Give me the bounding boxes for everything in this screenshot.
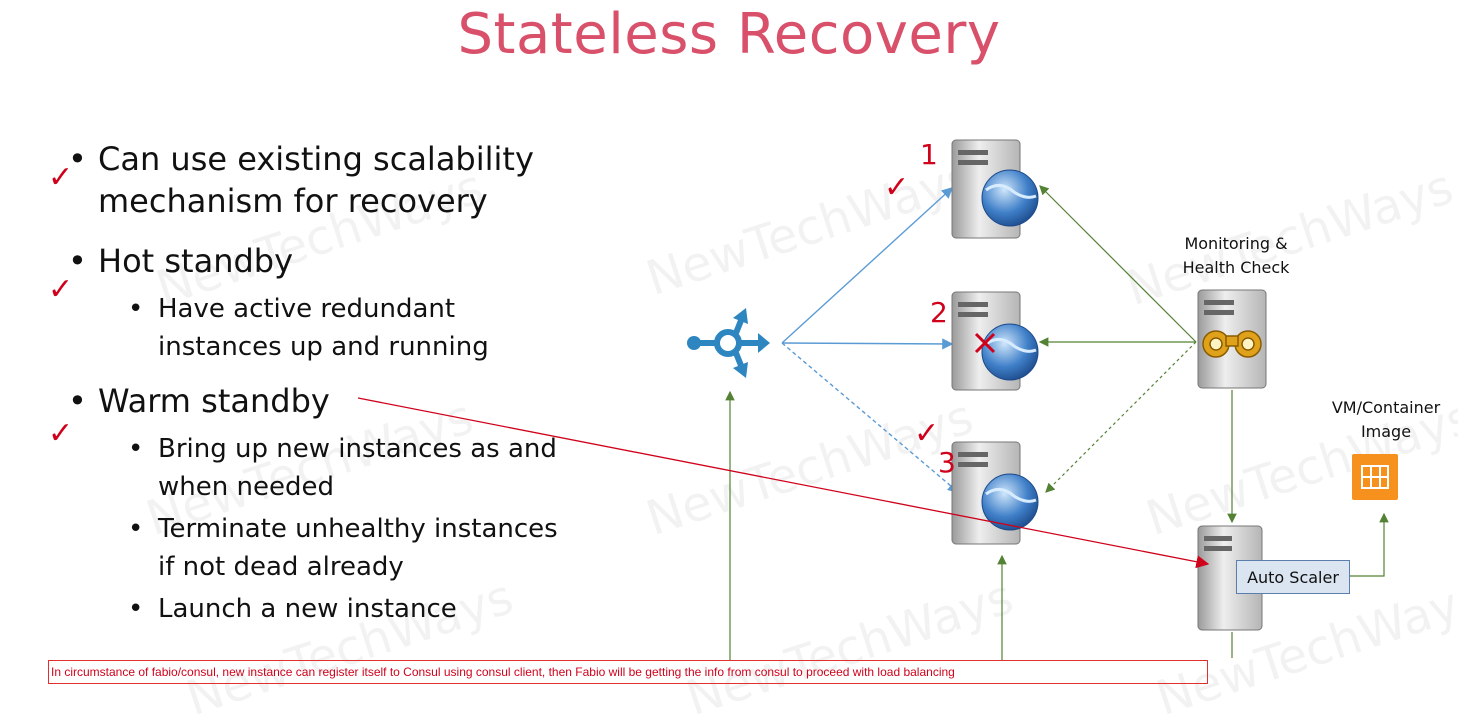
- annotation-arrow: [358, 398, 1208, 564]
- lb-to-server1-arrow: [782, 188, 952, 343]
- lb-to-server3-arrow: [782, 343, 958, 492]
- server-2-icon: [952, 292, 1038, 390]
- server-number-label: 3: [938, 446, 956, 479]
- lb-to-server2-arrow: [782, 343, 952, 344]
- monitoring-server-icon: [1198, 290, 1266, 388]
- vm-image-icon: [1352, 454, 1398, 500]
- load-balancer-icon: [687, 308, 770, 378]
- auto-scaler-label: Auto Scaler: [1236, 560, 1350, 594]
- server-1-icon: [952, 140, 1038, 238]
- server-number-label: 2: [930, 296, 948, 329]
- server-number-label: 1: [920, 138, 938, 171]
- monitoring-label: Monitoring &Health Check: [1166, 232, 1306, 280]
- caption-note: In circumstance of fabio/consul, new ins…: [48, 660, 1208, 684]
